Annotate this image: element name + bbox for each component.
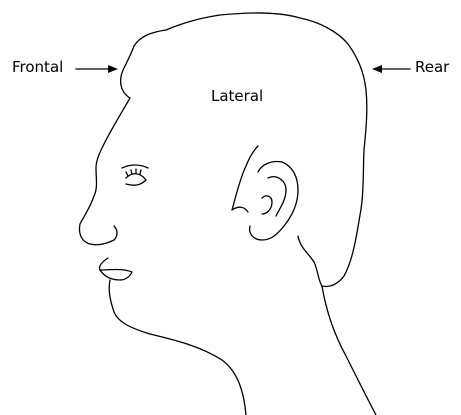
hairline-lower (232, 207, 248, 212)
eyebrow (122, 165, 148, 168)
sideburn (232, 146, 258, 210)
ear-inner (262, 177, 286, 216)
ear-outline (250, 161, 298, 240)
face-profile (79, 98, 130, 245)
rear-arrowhead-icon (372, 65, 382, 73)
eye (126, 174, 146, 185)
lateral-label: Lateral (211, 89, 263, 104)
frontal-label: Frontal (12, 60, 63, 75)
rear-label: Rear (415, 60, 449, 75)
nostril (114, 226, 117, 240)
neck-back (322, 286, 376, 415)
frontal-arrowhead-icon (108, 65, 118, 73)
mouth (99, 258, 132, 280)
chin-jaw (109, 280, 246, 415)
hair-outline (121, 13, 367, 286)
